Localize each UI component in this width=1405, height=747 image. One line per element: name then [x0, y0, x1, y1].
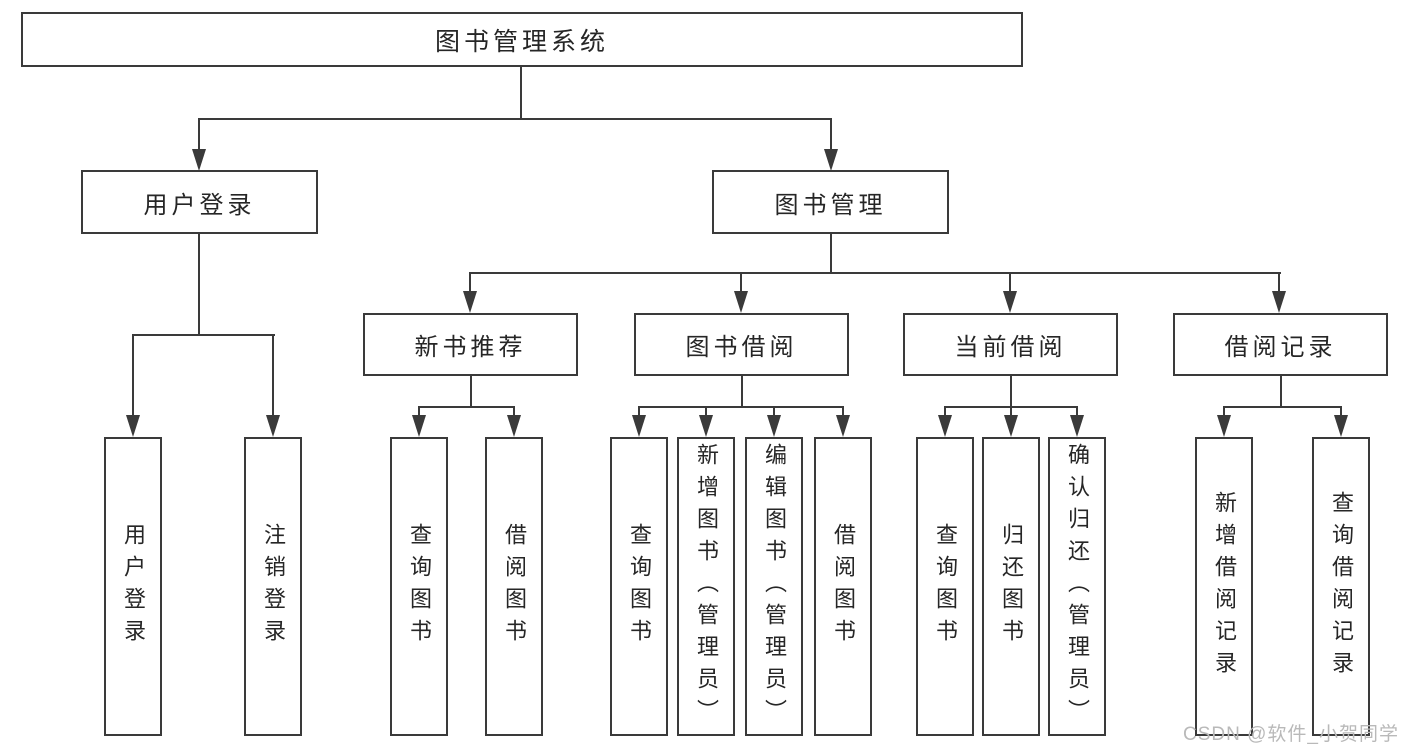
leaf-borrow-add-books-admin: 新增图书（管理员）: [677, 437, 735, 736]
arrow-down-icon: [824, 149, 838, 171]
node-user-login: 用户登录: [81, 170, 318, 234]
connector-line-v: [741, 376, 743, 407]
leaf-recommend-query-books: 查询图书: [390, 437, 448, 736]
connector-line-v: [1280, 376, 1282, 407]
connector-line-v: [1009, 272, 1011, 293]
connector-line-h: [132, 334, 275, 336]
arrow-down-icon: [1217, 415, 1231, 437]
connector-line-v: [1010, 376, 1012, 407]
connector-line-v: [513, 406, 515, 416]
arrow-down-icon: [126, 415, 140, 437]
watermark: CSDN @软件_小贺同学: [1183, 724, 1399, 745]
arrow-down-icon: [767, 415, 781, 437]
leaf-borrow-edit-books-admin: 编辑图书（管理员）: [745, 437, 803, 736]
arrow-down-icon: [412, 415, 426, 437]
connector-line-h: [418, 406, 515, 408]
node-borrowing-records: 借阅记录: [1173, 313, 1388, 376]
connector-line-v: [773, 406, 775, 416]
node-current-borrowing: 当前借阅: [903, 313, 1118, 376]
connector-line-v: [520, 67, 522, 119]
connector-line-h: [198, 118, 832, 120]
leaf-current-return-books: 归还图书: [982, 437, 1040, 736]
connector-line-v: [469, 272, 471, 293]
arrow-down-icon: [1334, 415, 1348, 437]
arrow-down-icon: [463, 291, 477, 313]
arrow-down-icon: [192, 149, 206, 171]
connector-line-v: [470, 376, 472, 407]
connector-line-v: [1223, 406, 1225, 416]
connector-line-v: [740, 272, 742, 293]
leaf-recommend-borrow-books: 借阅图书: [485, 437, 543, 736]
node-library-management-system: 图书管理系统: [21, 12, 1023, 67]
arrow-down-icon: [507, 415, 521, 437]
connector-line-v: [830, 234, 832, 274]
leaf-borrow-query-books: 查询图书: [610, 437, 668, 736]
connector-line-v: [638, 406, 640, 416]
node-book-management: 图书管理: [712, 170, 949, 234]
connector-line-h: [638, 406, 844, 408]
connector-line-h: [469, 272, 1281, 274]
leaf-records-query-record: 查询借阅记录: [1312, 437, 1370, 736]
connector-line-v: [1278, 272, 1280, 293]
connector-line-v: [198, 118, 200, 151]
connector-line-v: [418, 406, 420, 416]
arrow-down-icon: [266, 415, 280, 437]
connector-line-v: [132, 334, 134, 416]
connector-line-v: [842, 406, 844, 416]
leaf-records-add-record: 新增借阅记录: [1195, 437, 1253, 736]
leaf-borrow-borrow-books: 借阅图书: [814, 437, 872, 736]
arrow-down-icon: [734, 291, 748, 313]
connector-line-v: [1010, 406, 1012, 416]
arrow-down-icon: [632, 415, 646, 437]
arrow-down-icon: [1003, 291, 1017, 313]
arrow-down-icon: [1070, 415, 1084, 437]
node-book-borrowing: 图书借阅: [634, 313, 849, 376]
connector-line-v: [198, 234, 200, 335]
leaf-current-query-books: 查询图书: [916, 437, 974, 736]
connector-line-v: [705, 406, 707, 416]
leaf-user-login: 用户登录: [104, 437, 162, 736]
connector-line-v: [272, 334, 274, 416]
arrow-down-icon: [699, 415, 713, 437]
node-new-book-recommendation: 新书推荐: [363, 313, 578, 376]
arrow-down-icon: [836, 415, 850, 437]
arrow-down-icon: [1272, 291, 1286, 313]
connector-line-v: [830, 118, 832, 151]
arrow-down-icon: [1004, 415, 1018, 437]
leaf-logout: 注销登录: [244, 437, 302, 736]
arrow-down-icon: [938, 415, 952, 437]
leaf-current-confirm-return-admin: 确认归还（管理员）: [1048, 437, 1106, 736]
connector-line-h: [1223, 406, 1342, 408]
connector-line-v: [1340, 406, 1342, 416]
connector-line-v: [1076, 406, 1078, 416]
connector-line-v: [944, 406, 946, 416]
